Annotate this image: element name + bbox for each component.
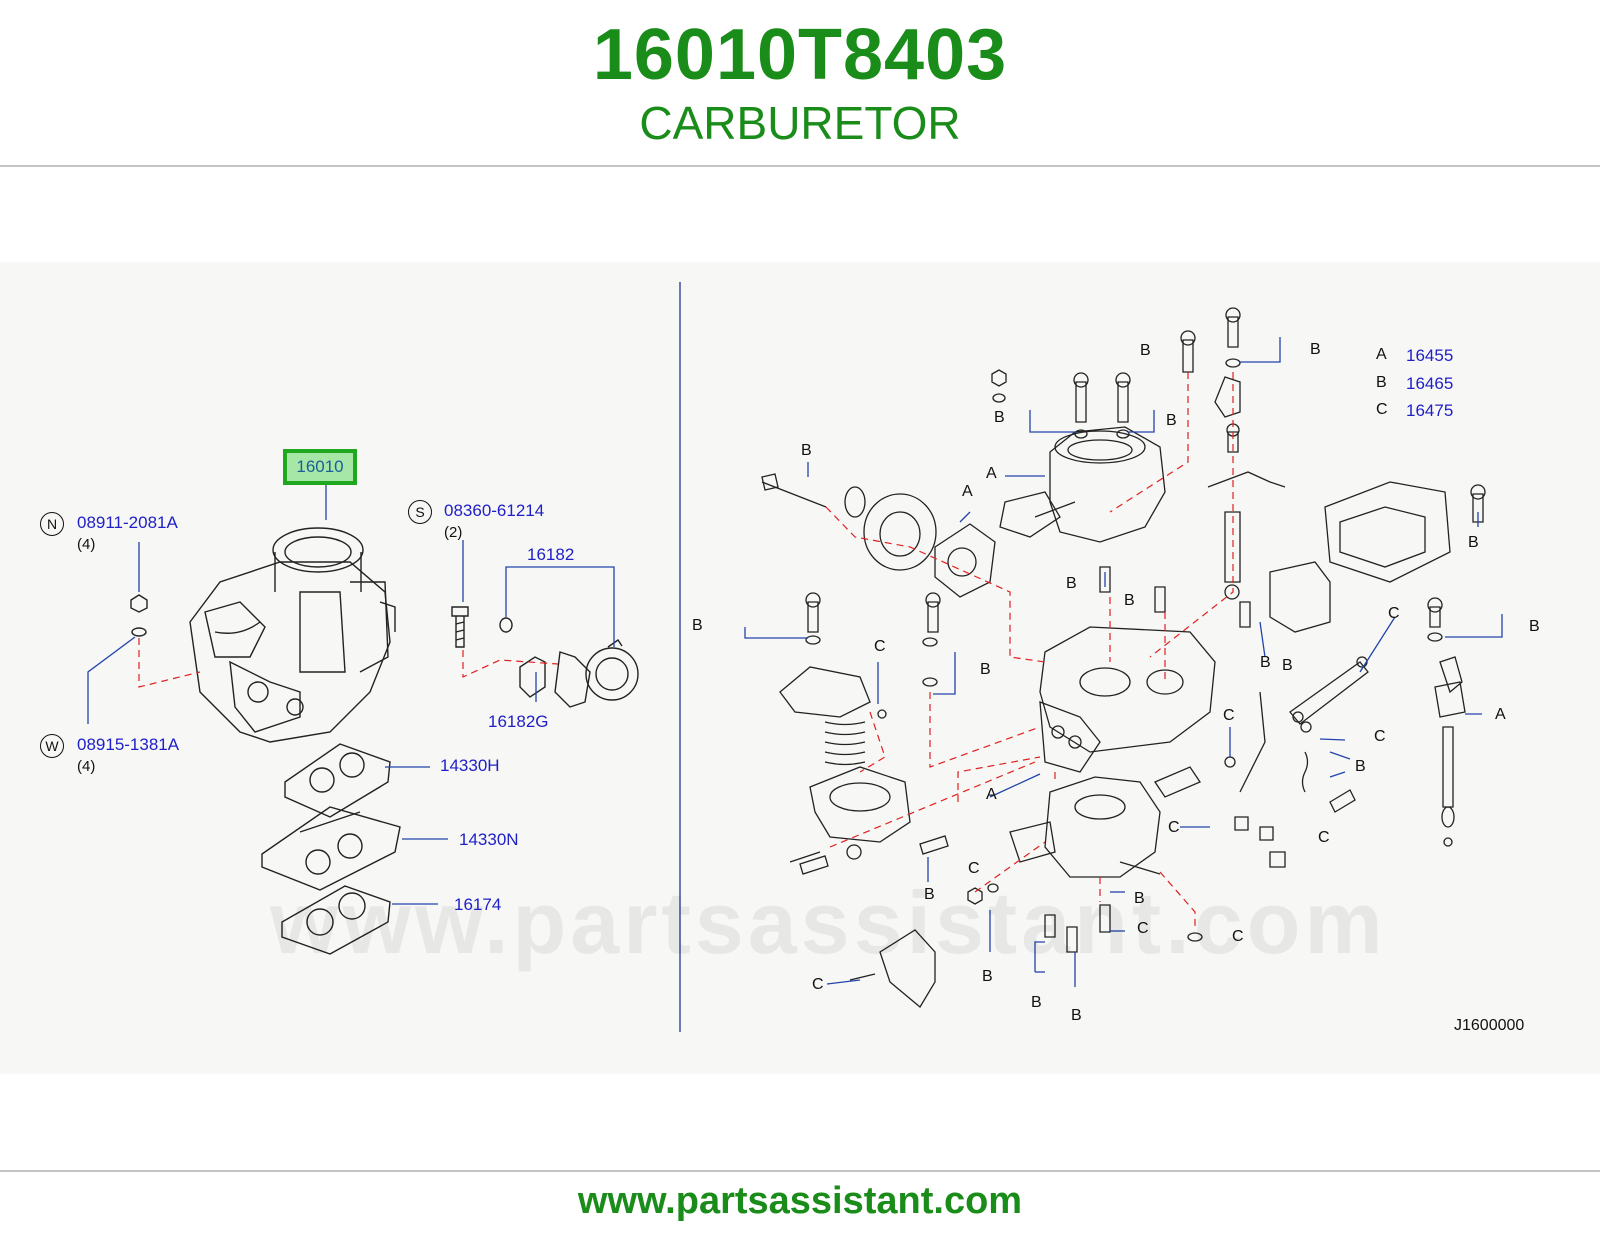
key-label: B [994, 409, 1005, 426]
right-exploded-drawing [761, 307, 1486, 1008]
legend-key-b: B [1376, 374, 1387, 391]
dashpot-part-link[interactable]: 16182 [527, 545, 575, 564]
key-label: A [962, 483, 973, 500]
key-label: B [1124, 592, 1135, 609]
dashpot-bracket-part-link[interactable]: 16182G [488, 712, 549, 731]
key-label: C [1168, 819, 1180, 836]
washer-code-circle: W [40, 734, 64, 758]
legend-key-c: C [1376, 401, 1388, 418]
key-label: B [1310, 341, 1321, 358]
left-carburetor-drawing [130, 527, 639, 955]
key-label: A [1495, 706, 1506, 723]
key-label: C [874, 638, 886, 655]
insulator-part-link[interactable]: 16174 [454, 895, 502, 914]
left-alignment-lines [138, 638, 559, 688]
key-label: B [801, 442, 812, 459]
watermark: www.partsassistant.com [270, 873, 1387, 972]
selected-part-callout[interactable]: 16010 [283, 449, 357, 485]
key-label: B [1355, 758, 1366, 775]
diagram-drawing [87, 282, 1503, 1032]
screw-part-link[interactable]: 08360-61214 [444, 501, 545, 520]
key-label: B [980, 661, 991, 678]
legend-part-c-link[interactable]: 16475 [1406, 401, 1454, 420]
legend-part-b-link[interactable]: 16465 [1406, 374, 1454, 393]
footer-url[interactable]: www.partsassistant.com [577, 1180, 1023, 1222]
key-label: C [1388, 605, 1400, 622]
gasket-n-part-link[interactable]: 14330N [459, 830, 519, 849]
key-label: B [1066, 575, 1077, 592]
key-label: A [986, 465, 997, 482]
page-header: 16010T8403 CARBURETOR [0, 0, 1600, 168]
key-label: C [812, 976, 824, 993]
key-label: A [986, 786, 997, 803]
key-label: C [968, 860, 980, 877]
key-label: B [1140, 342, 1151, 359]
screw-qty: (2) [444, 524, 463, 541]
screw-code-circle: S [408, 500, 432, 524]
key-label: B [1529, 618, 1540, 635]
key-label: C [1232, 928, 1244, 945]
part-number-title: 16010T8403 [592, 15, 1008, 95]
key-label: C [1223, 707, 1235, 724]
key-label: B [1166, 412, 1177, 429]
header-divider [0, 165, 1600, 167]
right-leader-lines [744, 337, 1503, 987]
key-label: B [1260, 654, 1271, 671]
key-label: B [692, 617, 703, 634]
key-label: B [1071, 1007, 1082, 1024]
key-label: B [1031, 994, 1042, 1011]
legend-key-a: A [1376, 346, 1387, 363]
gasket-h-part-link[interactable]: 14330H [440, 756, 500, 775]
key-label: B [924, 886, 935, 903]
nut-part-link[interactable]: 08911-2081A [77, 513, 178, 532]
key-label: C [1374, 728, 1386, 745]
part-name-subtitle: CARBURETOR [639, 97, 961, 149]
key-label: C [1318, 829, 1330, 846]
key-label: B [1282, 657, 1293, 674]
key-label: B [1134, 890, 1145, 907]
nut-qty: (4) [77, 536, 96, 553]
left-leader-lines [87, 477, 615, 905]
key-label: B [1468, 534, 1479, 551]
footer-divider [0, 1170, 1600, 1172]
key-label: B [982, 968, 993, 985]
parts-diagram: www.partsassistant.com N 08911-2081A (4)… [0, 262, 1600, 1074]
washer-part-link[interactable]: 08915-1381A [77, 735, 180, 754]
right-alignment-lines [825, 372, 1234, 930]
key-label: C [1137, 920, 1149, 937]
nut-code-circle: N [40, 512, 64, 536]
diagram-code: J1600000 [1454, 1017, 1525, 1034]
washer-qty: (4) [77, 758, 96, 775]
legend-part-a-link[interactable]: 16455 [1406, 346, 1454, 365]
